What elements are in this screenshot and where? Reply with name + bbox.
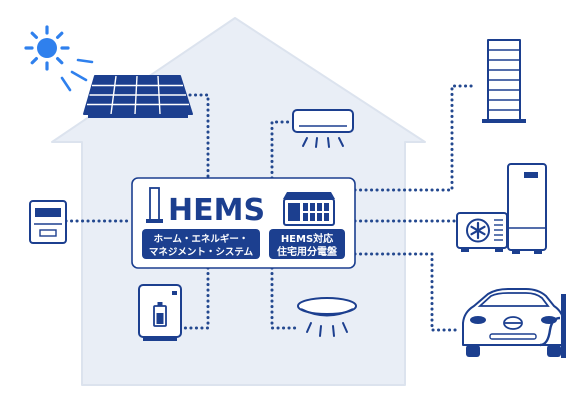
apartment-building-icon	[482, 39, 526, 123]
line-battery	[183, 266, 210, 330]
panel-label-line2: 住宅用分電盤	[277, 245, 338, 258]
electric-vehicle-icon	[462, 288, 565, 357]
heat-pump-water-heater-icon	[507, 163, 547, 254]
hems-title: HEMS	[168, 193, 265, 228]
line-solar	[188, 93, 210, 180]
air-conditioner-icon	[292, 109, 354, 148]
sun-icon	[24, 25, 70, 71]
ev-charger-icon	[539, 294, 566, 358]
line-light	[270, 266, 300, 330]
connection-lines	[64, 84, 478, 332]
ceiling-light-icon	[297, 297, 357, 337]
line-aircon	[270, 120, 294, 180]
hems-subtitle-pill: ホーム・エネルギー・ マネジメント・システム	[142, 229, 260, 259]
panel-label-line1: HEMS対応	[281, 232, 333, 245]
solar-panel-icon	[83, 75, 193, 118]
line-apartment	[353, 84, 478, 192]
hems-subtitle-line2: マネジメント・システム	[149, 247, 254, 258]
storage-battery-icon	[138, 284, 182, 341]
line-ev	[353, 252, 462, 332]
hems-controller-icon	[146, 187, 163, 223]
panel-label-pill: HEMS対応 住宅用分電盤	[269, 229, 345, 259]
distribution-board-icon	[283, 192, 335, 226]
heat-pump-unit-icon	[456, 212, 508, 252]
smart-meter-icon	[29, 200, 67, 244]
hems-subtitle-line1: ホーム・エネルギー・	[154, 233, 249, 245]
sunlight-rays-icon	[60, 58, 94, 92]
